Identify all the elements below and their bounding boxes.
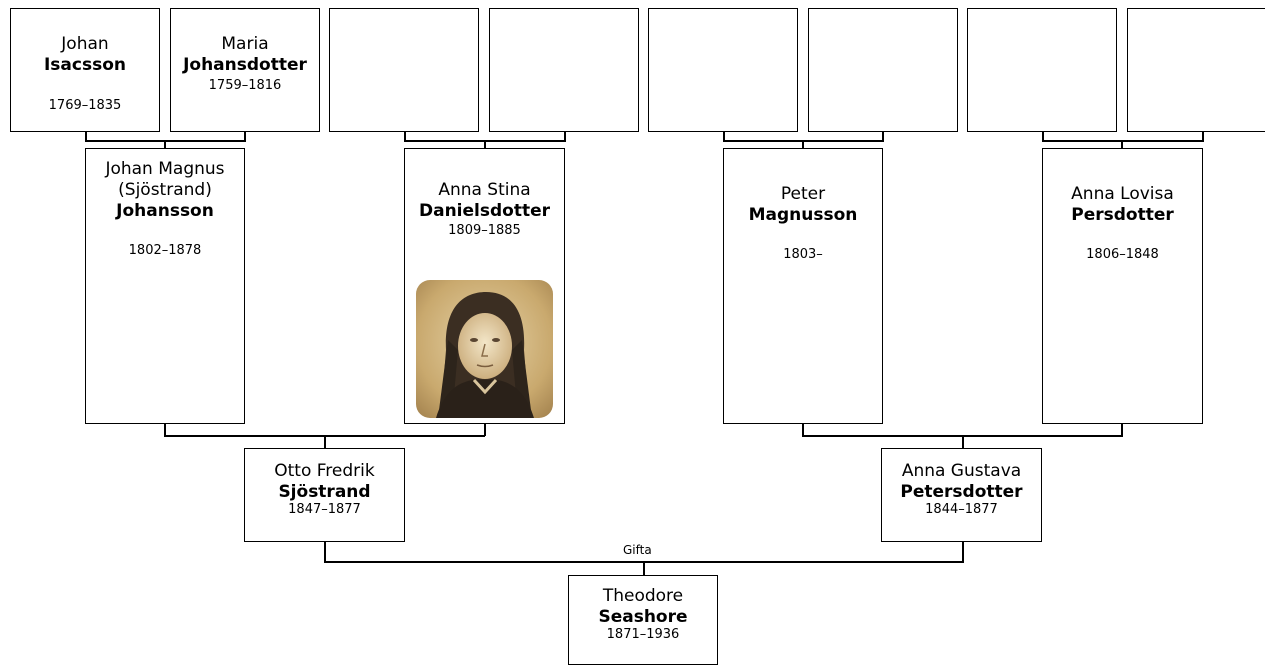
given-name: Theodore — [602, 586, 684, 606]
surname: Persdotter — [1071, 205, 1174, 225]
given-name: Maria — [221, 34, 269, 54]
great-grandparent-card[interactable]: Maria Johansdotter 1759–1816 — [170, 8, 320, 132]
grandparent-card[interactable]: Peter Magnusson 1803– — [723, 148, 883, 424]
life-dates: 1847–1877 — [288, 502, 361, 517]
great-grandparent-card[interactable] — [648, 8, 798, 132]
life-dates: 1802–1878 — [128, 243, 202, 258]
surname: Johansdotter — [183, 55, 307, 75]
life-dates: 1803– — [783, 247, 823, 262]
surname: Seashore — [598, 607, 688, 627]
given-name: Johan Magnus (Sjöstrand) — [105, 159, 225, 200]
given-name: Anna Stina — [438, 180, 531, 200]
portrait-image — [416, 280, 553, 418]
given-name: Anna Lovisa — [1071, 184, 1174, 204]
subject-card[interactable]: Theodore Seashore 1871–1936 — [568, 575, 718, 665]
great-grandparent-card[interactable] — [1127, 8, 1265, 132]
life-dates: 1844–1877 — [925, 502, 998, 517]
great-grandparent-card[interactable] — [808, 8, 958, 132]
surname: Isacsson — [43, 55, 126, 75]
surname: Sjöstrand — [278, 482, 371, 502]
life-dates: 1871–1936 — [606, 627, 680, 642]
surname: Magnusson — [748, 205, 858, 225]
great-grandparent-card[interactable]: Johan Isacsson 1769–1835 — [10, 8, 160, 132]
grandparent-card[interactable]: Anna Stina Danielsdotter 1809–1885 — [404, 148, 565, 424]
great-grandparent-card[interactable] — [489, 8, 639, 132]
great-grandparent-card[interactable] — [967, 8, 1117, 132]
surname: Petersdotter — [900, 482, 1023, 502]
surname: Danielsdotter — [418, 201, 550, 221]
given-name: Peter — [780, 184, 826, 204]
given-name: Johan — [61, 34, 109, 54]
parent-card[interactable]: Anna Gustava Petersdotter 1844–1877 — [881, 448, 1042, 542]
life-dates: 1809–1885 — [448, 223, 521, 238]
life-dates: 1769–1835 — [48, 98, 122, 113]
grandparent-card[interactable]: Johan Magnus (Sjöstrand) Johansson 1802–… — [85, 148, 245, 424]
great-grandparent-card[interactable] — [329, 8, 479, 132]
life-dates: 1806–1848 — [1086, 247, 1159, 262]
portrait-photo[interactable] — [416, 280, 553, 418]
life-dates: 1759–1816 — [208, 78, 282, 93]
given-name: Otto Fredrik — [274, 461, 375, 481]
surname: Johansson — [116, 201, 214, 221]
given-name: Anna Gustava — [901, 461, 1022, 481]
parent-card[interactable]: Otto Fredrik Sjöstrand 1847–1877 — [244, 448, 405, 542]
grandparent-card[interactable]: Anna Lovisa Persdotter 1806–1848 — [1042, 148, 1203, 424]
marriage-label: Gifta — [623, 543, 652, 557]
